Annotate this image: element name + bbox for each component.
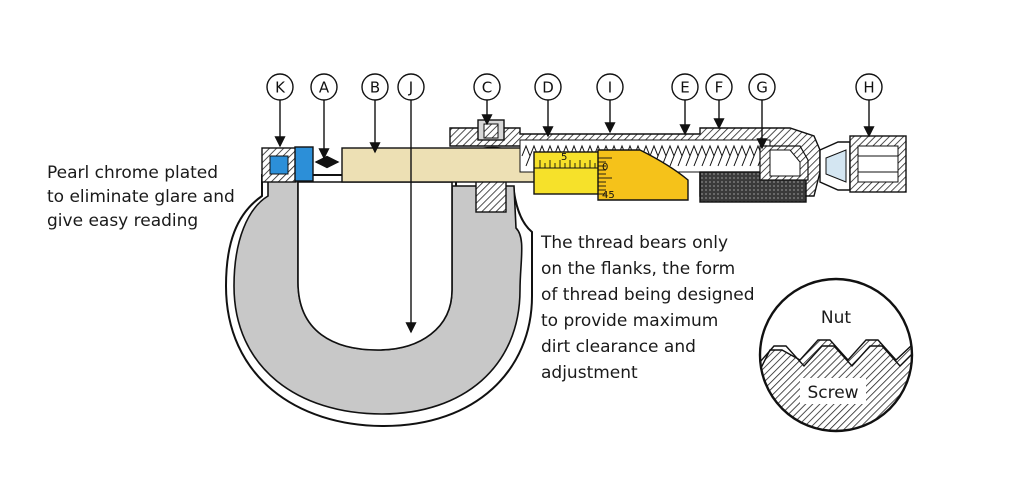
sleeve-scale: 5: [533, 151, 601, 195]
callout-g: G: [748, 73, 776, 101]
callout-a: A: [310, 73, 338, 101]
svg-text:give easy reading: give easy reading: [47, 211, 198, 231]
callout-i: I: [596, 73, 624, 101]
svg-text:I: I: [608, 79, 612, 97]
thimble-mark-top: 0: [602, 162, 608, 173]
callout-j: J: [397, 73, 425, 101]
svg-text:D: D: [542, 79, 554, 97]
svg-text:B: B: [370, 79, 380, 97]
leader-lines: [274, 100, 875, 334]
note-thread: The thread bears only on the flanks, the…: [540, 233, 755, 383]
svg-text:A: A: [319, 79, 330, 97]
sleeve-mark: 5: [561, 152, 567, 163]
inset-screw-label: Screw: [807, 383, 858, 403]
callout-e: E: [671, 73, 699, 101]
svg-text:The thread bears only: The thread bears only: [540, 233, 728, 253]
thimble: 0 45: [597, 149, 689, 201]
frame: [224, 146, 533, 428]
callout-f: F: [705, 73, 733, 101]
anvil: [261, 146, 314, 183]
svg-text:dirt clearance and: dirt clearance and: [541, 337, 696, 357]
svg-text:G: G: [756, 79, 768, 97]
svg-text:Pearl chrome plated: Pearl chrome plated: [47, 163, 218, 183]
callout-b: B: [361, 73, 389, 101]
knurled-sleeve: [699, 145, 809, 203]
callout-h: H: [855, 73, 883, 101]
ratchet: [819, 135, 907, 193]
thimble-mark-bottom: 45: [602, 190, 615, 201]
svg-text:J: J: [408, 79, 413, 97]
svg-text:K: K: [275, 79, 286, 97]
svg-text:to provide maximum: to provide maximum: [541, 311, 718, 331]
svg-text:of thread being designed: of thread being designed: [541, 285, 755, 305]
svg-text:C: C: [482, 79, 492, 97]
svg-text:adjustment: adjustment: [541, 363, 638, 383]
svg-text:to eliminate glare and: to eliminate glare and: [47, 187, 235, 207]
callout-c: C: [473, 73, 501, 101]
svg-text:H: H: [863, 79, 874, 97]
thread-detail-inset: Nut Screw: [758, 277, 914, 433]
svg-text:F: F: [715, 79, 724, 97]
svg-text:on the flanks, the form: on the flanks, the form: [541, 259, 735, 279]
callout-d: D: [534, 73, 562, 101]
callout-k: K: [266, 73, 294, 101]
svg-text:E: E: [680, 79, 689, 97]
inset-nut-label: Nut: [821, 308, 851, 328]
note-pearl-chrome: Pearl chrome plated to eliminate glare a…: [47, 163, 235, 231]
